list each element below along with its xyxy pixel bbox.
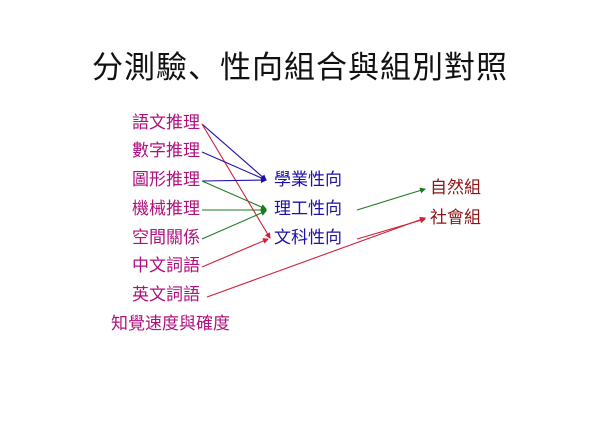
subtest-label-english-vocabulary: 英文詞語 (132, 285, 200, 305)
arrow-spatial-to-science (201, 210, 267, 240)
subtest-label-numerical-reasoning: 數字推理 (132, 141, 200, 161)
subtest-label-spatial-relations: 空間關係 (132, 228, 200, 248)
arrow-liberal-arts-to-social (356, 217, 426, 240)
group-label-natural: 自然組 (430, 178, 481, 198)
arrow-english-to-social (206, 216, 426, 298)
arrow-science-to-natural (356, 187, 426, 211)
subtest-label-perceptual-speed: 知覺速度與確度 (111, 314, 230, 334)
arrow-figure-to-science (201, 180, 267, 210)
subtest-label-figure-reasoning: 圖形推理 (132, 170, 200, 190)
group-label-social: 社會組 (430, 208, 481, 228)
page-title: 分測驗、性向組合與組別對照 (92, 50, 508, 86)
subtest-label-mechanical-reasoning: 機械推理 (132, 199, 200, 219)
aptitude-label-liberal-arts: 文科性向 (274, 228, 342, 248)
aptitude-label-science-engineering: 理工性向 (274, 199, 342, 219)
arrow-chinese-to-liberal-arts (201, 238, 269, 268)
arrow-figure-to-academic (201, 177, 267, 184)
subtest-label-verbal-reasoning: 語文推理 (132, 113, 200, 133)
arrow-verbal-to-academic (201, 123, 267, 181)
arrow-numerical-to-academic (201, 151, 267, 181)
subtest-label-chinese-vocabulary: 中文詞語 (132, 256, 200, 276)
aptitude-label-academic: 學業性向 (274, 170, 342, 190)
